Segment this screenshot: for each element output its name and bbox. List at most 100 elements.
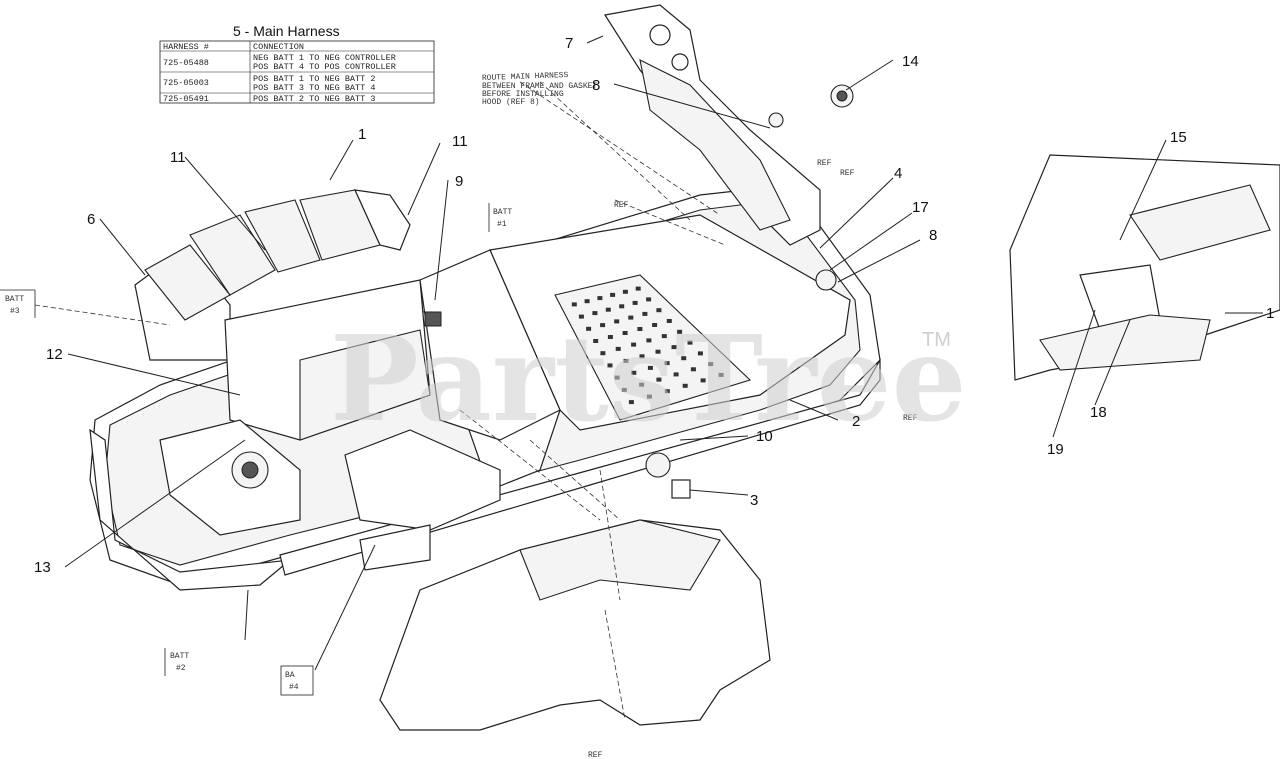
grid-hole	[619, 304, 625, 309]
batt-label: BATT	[170, 652, 189, 661]
grid-hole	[697, 351, 703, 356]
harness-table-title: 5 - Main Harness	[233, 23, 340, 39]
grid-hole	[597, 296, 603, 301]
harness-number: 725-05488	[163, 58, 209, 68]
switch	[671, 479, 691, 499]
ref-label: REF	[817, 159, 832, 168]
callout-1: 1	[358, 126, 366, 143]
batt-label: BATT	[5, 295, 24, 304]
grid-hole	[605, 307, 611, 312]
fender-top	[519, 519, 721, 601]
battery-box-side	[299, 329, 431, 441]
note-line: HOOD (REF 8)	[482, 98, 540, 107]
connection-text: NEG BATT 1 TO NEG CONTROLLER	[253, 53, 396, 63]
connection-text: POS BATT 4 TO POS CONTROLLER	[253, 62, 396, 72]
grid-hole	[578, 314, 584, 319]
grid-hole	[642, 311, 648, 316]
batt-label: #3	[10, 307, 20, 316]
callouts: 1 2 3 4 6 7 8 8 9 10 11 11 12 13 14 15 1…	[34, 35, 1274, 576]
harness-table: 5 - Main Harness HARNESS # CONNECTION 72…	[159, 23, 435, 104]
callout-3: 3	[750, 492, 758, 509]
detail-batteries	[1129, 184, 1271, 261]
knob-center	[836, 90, 848, 102]
harness-number: 725-05491	[163, 94, 209, 104]
ref-label: REF	[614, 201, 629, 210]
grid-hole	[655, 349, 661, 354]
header-harness: HARNESS #	[163, 42, 209, 52]
grid-hole	[661, 334, 667, 339]
grid-hole	[621, 387, 627, 392]
callout-19: 19	[1047, 441, 1064, 458]
grid-hole	[647, 365, 653, 370]
callout-13: 13	[34, 559, 51, 576]
grid-hole	[687, 340, 693, 345]
grid-hole	[614, 319, 620, 324]
callout-17: 17	[912, 199, 929, 216]
batt-label: BA	[285, 671, 295, 680]
note-line: BETWEEN FRAME AND GASKET	[482, 82, 597, 91]
grid-hole	[623, 358, 629, 363]
grid-hole	[677, 329, 683, 334]
callout-11: 11	[452, 133, 468, 150]
grid-hole	[586, 326, 592, 331]
grid-hole	[631, 370, 637, 375]
gauge	[671, 53, 689, 71]
ref-label: REF	[903, 414, 918, 423]
batt-label: #4	[289, 683, 299, 692]
batt-label: #1	[497, 220, 507, 229]
callout-12: 12	[46, 346, 63, 363]
connection-text: POS BATT 1 TO NEG BATT 2	[253, 74, 375, 84]
connection-text: POS BATT 3 TO NEG BATT 4	[253, 83, 375, 93]
foot-grid	[554, 274, 752, 421]
watermark-text: PartsTree	[330, 309, 967, 448]
grid-hole	[637, 327, 643, 331]
callout-14: 14	[902, 53, 919, 70]
grid-hole	[635, 286, 641, 291]
grid-hole	[666, 319, 672, 323]
grid-hole	[673, 372, 679, 377]
callout-15: 15	[1170, 129, 1187, 146]
battery-2	[189, 214, 276, 296]
grid-hole	[607, 335, 613, 339]
batt-labels: BATT #1 BATT #3 BATT #2 BA #4	[0, 203, 512, 696]
grid-hole	[614, 375, 620, 380]
steering-column	[604, 4, 854, 291]
callout-9: 9	[455, 173, 463, 190]
grid-hole	[615, 346, 621, 351]
grid-hole	[639, 354, 645, 359]
callout-6: 6	[87, 211, 95, 228]
grid-hole	[622, 289, 628, 294]
grid-hole	[646, 338, 652, 343]
ref-labels: REF REF REF REF REF	[588, 159, 918, 759]
motor-hub	[241, 461, 259, 479]
note-line: ROUTE MAIN HARNESS	[482, 71, 569, 83]
bushing	[645, 452, 671, 478]
grid-hole	[607, 363, 613, 368]
grid-hole	[600, 351, 606, 356]
motor-area	[159, 419, 501, 571]
grid-hole	[593, 339, 599, 343]
battery-packs	[134, 189, 561, 441]
grid-hole	[631, 342, 637, 347]
callout-18: 18	[1090, 404, 1107, 421]
key-switch	[768, 112, 784, 128]
leader-lines	[34, 35, 1263, 721]
grid-hole	[571, 302, 577, 307]
grid-hole	[656, 308, 662, 313]
callout-8: 8	[592, 77, 600, 94]
callout-7: 7	[565, 35, 573, 52]
callout-1: 1	[1266, 305, 1274, 322]
pedal-switch	[815, 269, 837, 291]
grid-hole	[682, 383, 688, 388]
mount-plate	[344, 429, 501, 531]
grid-hole	[610, 292, 616, 297]
platform	[419, 249, 561, 441]
grid-hole	[681, 356, 687, 361]
grid-hole	[639, 382, 645, 387]
header-connection: CONNECTION	[253, 42, 304, 52]
batt-label: BATT	[493, 208, 512, 217]
grid-hole	[700, 378, 706, 383]
detail-view	[1009, 154, 1280, 381]
ref-label: REF	[588, 751, 603, 759]
grid-hole	[646, 394, 652, 399]
